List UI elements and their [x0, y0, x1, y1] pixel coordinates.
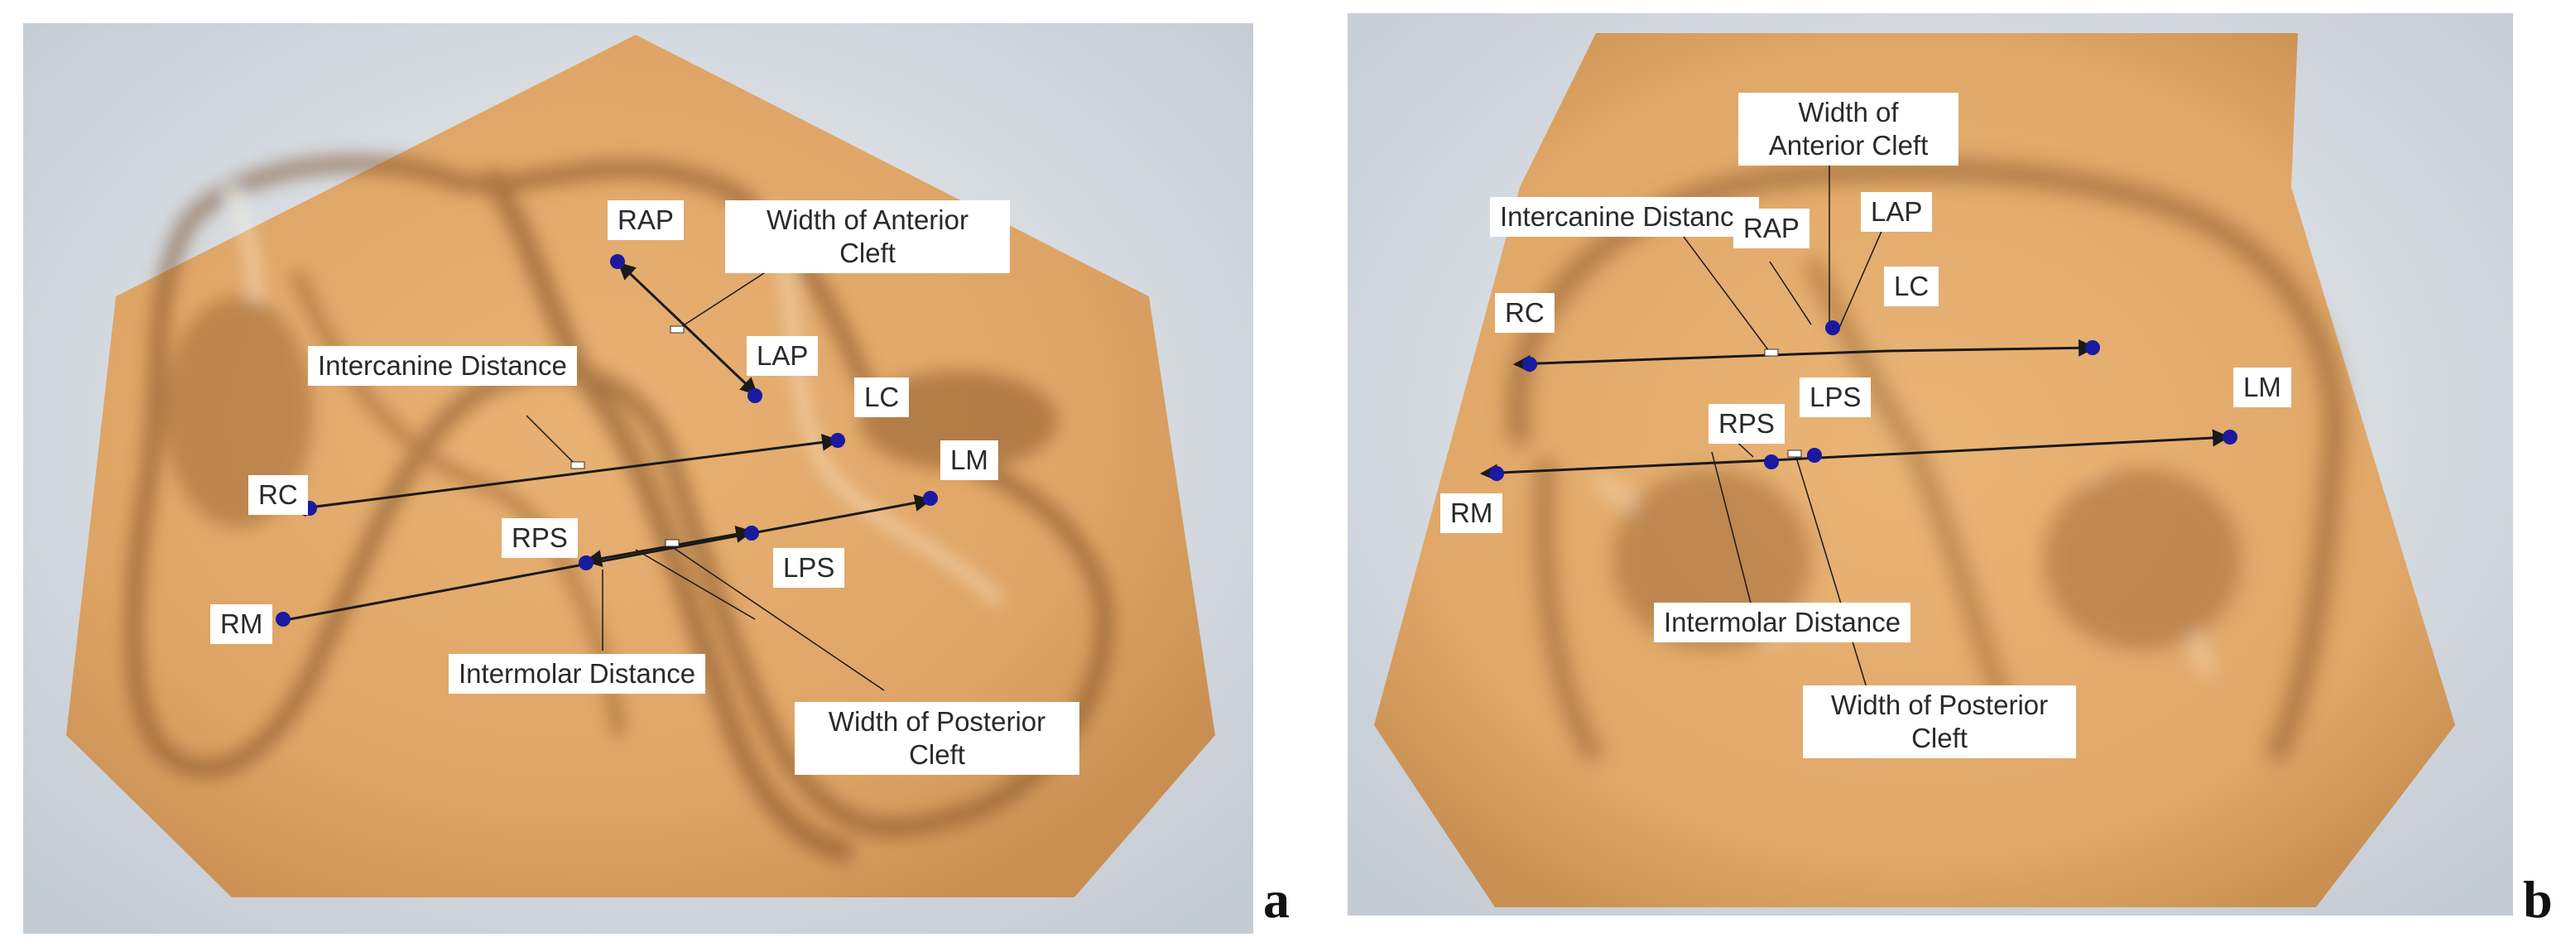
intermolar-distance-line-right — [1771, 429, 2231, 462]
landmark-lap — [1825, 320, 1840, 335]
panel-label-a: a — [1263, 870, 1290, 929]
anterior-cleft-midpoint-marker — [670, 325, 685, 334]
measurement-lines — [1479, 159, 2231, 691]
label-lc: LC — [854, 377, 910, 417]
label-lm: LM — [2233, 368, 2291, 407]
label-lap: LAP — [747, 336, 819, 376]
panel-a-dental-cast-view: RAP Width of Anterior Cleft Intercanine … — [23, 23, 1253, 934]
intermolar-leader-line — [1711, 451, 1756, 620]
panel-a-cast-illustration — [23, 23, 1253, 934]
label-intermolar-distance: Intermolar Distance — [1654, 603, 1911, 642]
posterior-cleft-leader-line — [668, 544, 885, 691]
intercanine-distance-line-left — [1512, 349, 1888, 373]
landmark-rc — [1522, 357, 1537, 372]
landmark-lap — [747, 388, 762, 403]
label-intercanine-distance: Intercanine Distance — [1490, 197, 1759, 237]
label-lm: LM — [940, 440, 998, 480]
label-rps: RPS — [1709, 404, 1785, 444]
posterior-cleft-midpoint-marker — [665, 539, 680, 547]
label-intercanine-distance: Intercanine Distance — [308, 346, 577, 386]
landmark-rps — [579, 555, 594, 570]
anterior-cleft-leader-line — [676, 271, 767, 330]
intercanine-distance-line-right — [1886, 339, 2097, 357]
label-lap: LAP — [1861, 192, 1933, 232]
label-lc: LC — [1884, 267, 1939, 306]
label-width-of-posterior-cleft: Width of Posterior Cleft — [1803, 685, 2076, 758]
posterior-cleft-leader-line — [1794, 451, 1868, 691]
landmark-lm — [2223, 430, 2237, 445]
intercanine-midpoint-marker — [1764, 349, 1779, 357]
landmark-lc — [830, 433, 845, 448]
landmark-lm — [923, 491, 938, 506]
label-width-of-anterior-cleft: Width of Anterior Cleft — [1738, 93, 1958, 166]
label-rc: RC — [1495, 293, 1555, 333]
label-rm: RM — [1440, 493, 1503, 533]
landmark-rm — [1489, 466, 1504, 481]
intercanine-midpoint-marker — [570, 461, 585, 469]
panel-label-b: b — [2523, 870, 2553, 929]
landmark-rm — [276, 612, 291, 627]
measurement-lines — [287, 262, 933, 691]
label-width-of-posterior-cleft: Width of Posterior Cleft — [795, 702, 1079, 775]
landmark-lps — [1807, 448, 1822, 463]
landmark-lc — [2085, 340, 2100, 355]
intercanine-leader-line — [1678, 229, 1772, 355]
landmark-lps — [744, 526, 759, 541]
landmark-rps — [1764, 454, 1779, 469]
label-rap: RAP — [608, 200, 684, 240]
label-lps: LPS — [773, 548, 845, 588]
rap-leader-line — [1769, 261, 1812, 325]
posterior-cleft-leader-line-2 — [635, 549, 756, 620]
label-rc: RC — [248, 475, 308, 515]
lap-leader-line — [1838, 221, 1886, 329]
intermolar-distance-line-left — [1479, 459, 1772, 482]
label-width-of-anterior-cleft: Width of Anterior Cleft — [725, 200, 1010, 273]
panel-b-dental-cast-view: Width of Anterior Cleft Intercanine Dist… — [1348, 13, 2513, 916]
label-rap: RAP — [1733, 209, 1809, 248]
landmark-points — [1489, 320, 2237, 481]
posterior-cleft-midpoint-marker — [1787, 449, 1802, 458]
anterior-cleft-line — [618, 262, 758, 396]
landmark-rap — [610, 254, 625, 269]
intercanine-distance-line — [287, 433, 840, 517]
label-rm: RM — [210, 604, 273, 644]
label-rps: RPS — [502, 518, 578, 558]
intercanine-leader-line — [526, 415, 577, 466]
panel-b-cast-illustration — [1348, 13, 2513, 916]
label-lps: LPS — [1800, 377, 1872, 417]
label-intermolar-distance: Intermolar Distance — [449, 654, 706, 694]
